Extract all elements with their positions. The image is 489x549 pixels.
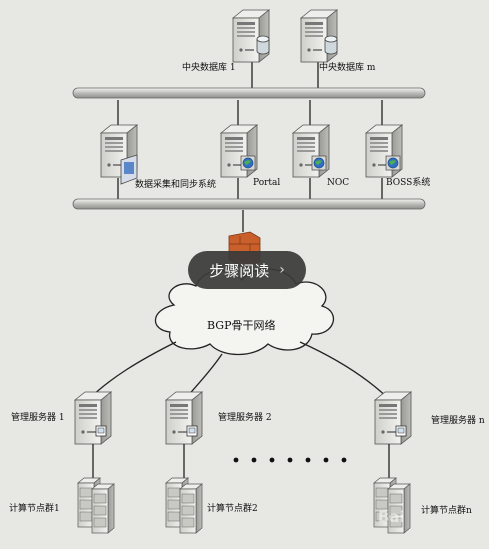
compute-cluster-1 [77, 477, 115, 534]
collect-sync-server [100, 124, 138, 185]
middle-backbone-bus [72, 198, 426, 210]
compute-cluster-2 [165, 477, 203, 534]
management-server-n [374, 391, 412, 445]
label-central-db-m: 中央数据库 m [319, 63, 376, 73]
label-bgp-backbone: BGP骨干网络 [207, 319, 276, 332]
label-cluster-n: 计算节点群n [421, 506, 472, 516]
label-portal: Portal [253, 178, 281, 188]
label-cluster-1: 计算节点群1 [9, 504, 60, 514]
management-server-1 [74, 391, 112, 445]
step-reading-label: 步骤阅读 [209, 261, 270, 280]
label-mgr-n: 管理服务器 n [431, 416, 485, 426]
noc-server [292, 124, 330, 178]
chevron-right-icon: › [279, 262, 285, 278]
portal-server [220, 124, 258, 178]
central-db-server-1 [232, 9, 270, 63]
label-central-db-1: 中央数据库 1 [182, 63, 236, 73]
boss-server [365, 124, 403, 178]
management-server-2 [165, 391, 203, 445]
label-collect-sync: 数据采集和同步系统 [135, 180, 217, 190]
watermark: Bai [378, 508, 405, 526]
top-backbone-bus [72, 87, 426, 99]
ellipsis-dots [233, 457, 347, 463]
label-noc: NOC [327, 178, 350, 188]
label-cluster-2: 计算节点群2 [207, 504, 258, 514]
label-boss: BOSS系统 [386, 178, 431, 188]
step-reading-button[interactable]: 步骤阅读 › [188, 251, 306, 289]
central-db-server-m [300, 9, 338, 63]
label-mgr-1: 管理服务器 1 [11, 413, 65, 423]
label-mgr-2: 管理服务器 2 [218, 413, 272, 423]
